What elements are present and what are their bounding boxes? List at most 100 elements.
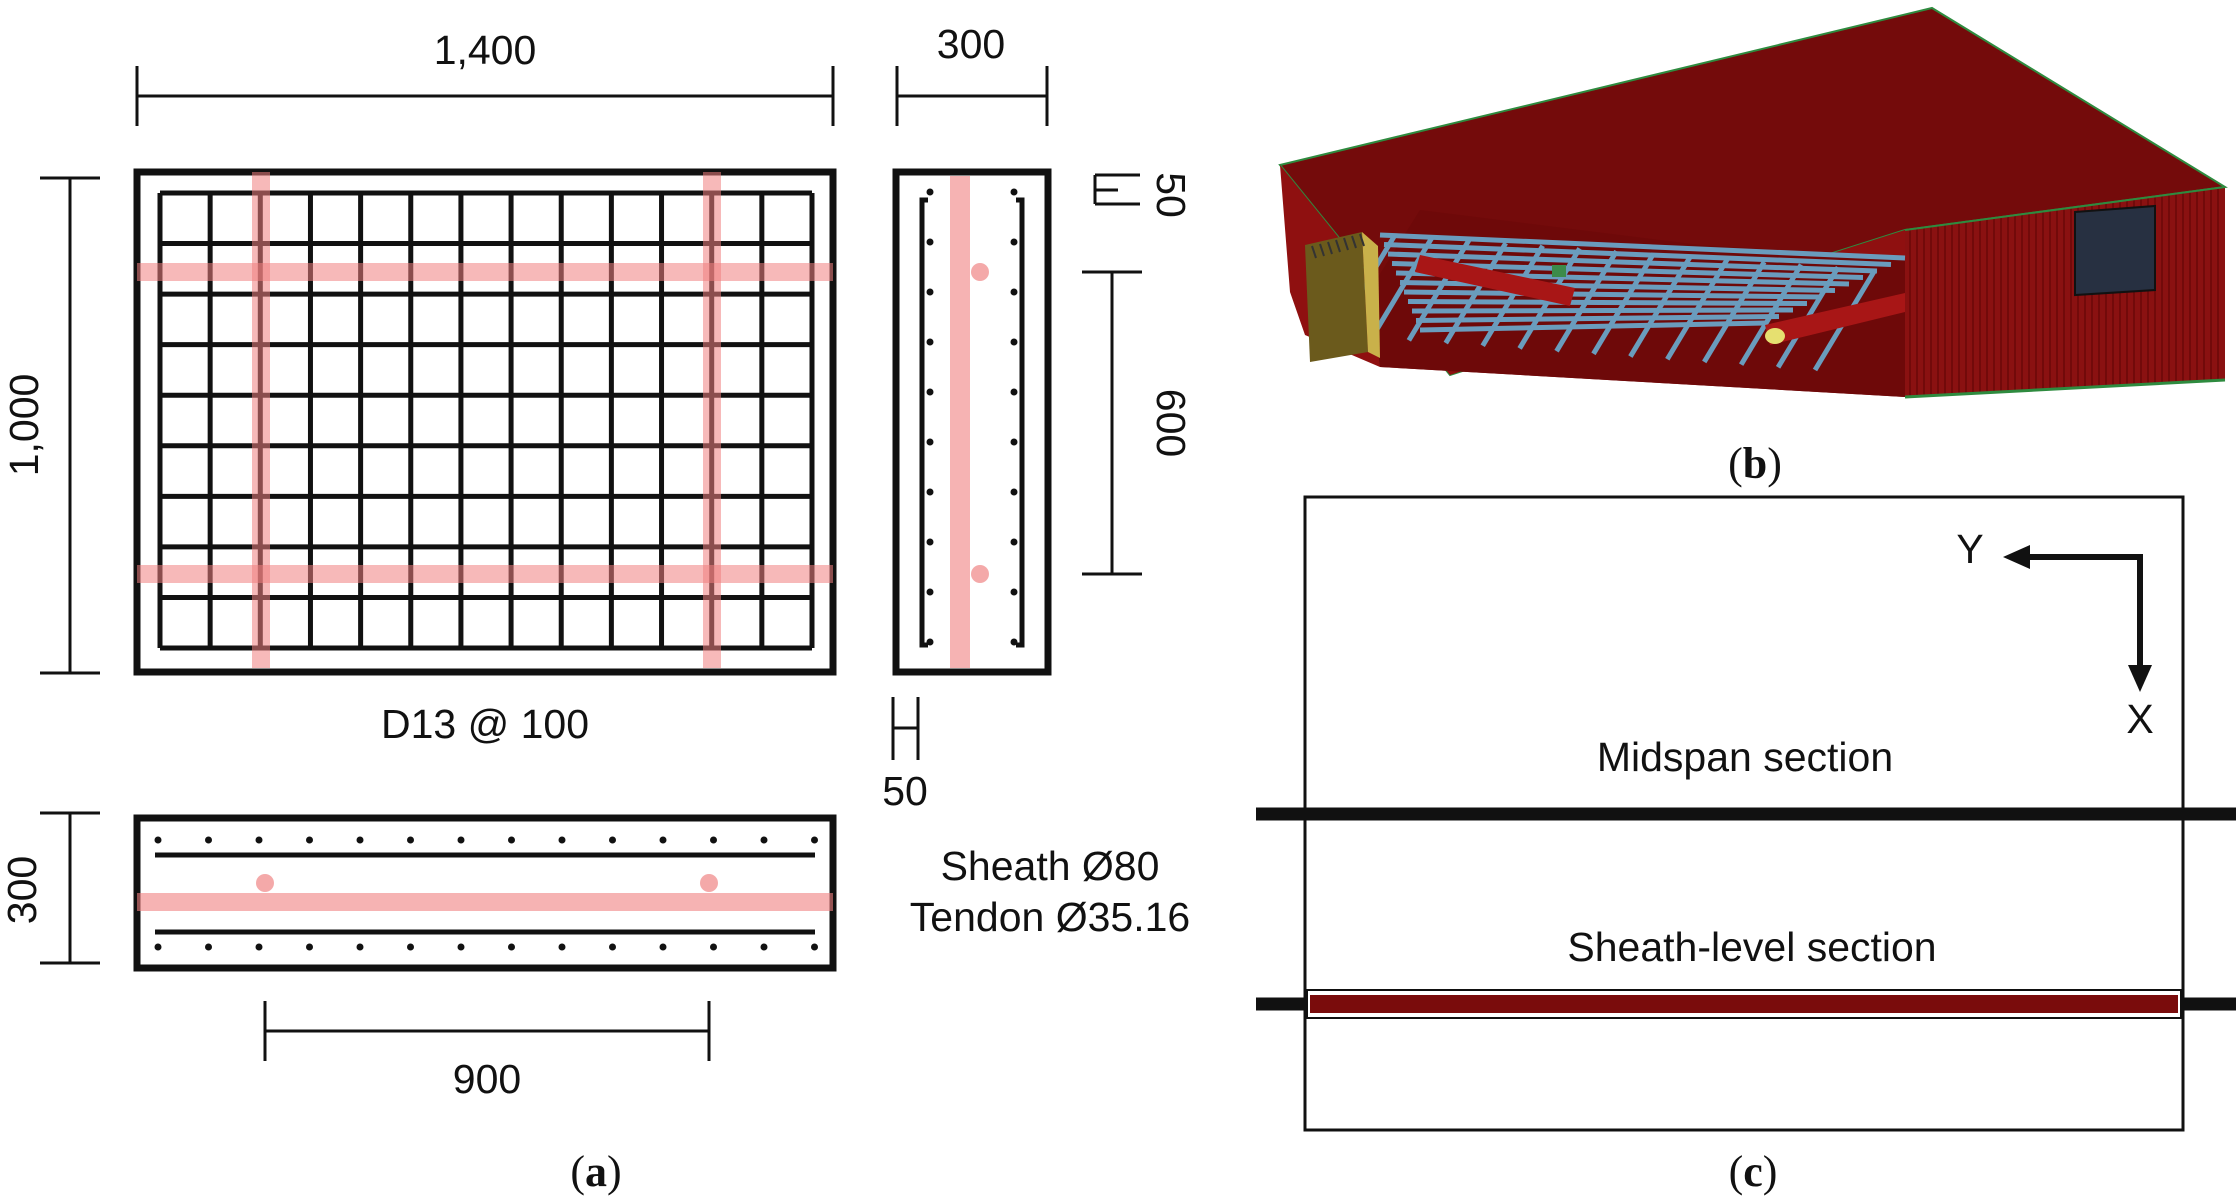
mesh-bar xyxy=(1379,232,1906,261)
rebar-dot xyxy=(558,836,566,844)
rebar-dot xyxy=(205,943,212,951)
slab-side-window xyxy=(2074,204,2156,297)
rebar-dot xyxy=(926,438,934,446)
dim-900-label: 900 xyxy=(453,1056,521,1102)
axis-y-label: Y xyxy=(1956,526,1983,572)
rebar-dot xyxy=(154,943,162,951)
rebar-dot xyxy=(1010,338,1018,346)
mesh-bar xyxy=(1419,320,1766,333)
mesh-bar xyxy=(1702,260,1767,364)
rebar-dot xyxy=(926,588,934,596)
rebar-dot xyxy=(1010,588,1018,596)
mesh-bar xyxy=(1739,263,1804,366)
rebar-dot xyxy=(926,638,934,646)
mesh-bar xyxy=(1406,239,1471,342)
rebar-dot xyxy=(306,836,313,844)
bottom-section: 300 900 xyxy=(0,811,837,1102)
mesh-bar xyxy=(1443,241,1508,345)
rebar-dot xyxy=(508,943,515,951)
rebar-dot xyxy=(1010,488,1018,496)
tendon-end-yellow xyxy=(1765,328,1785,344)
sheath-level-section-label: Sheath-level section xyxy=(1567,924,1936,970)
tendon-bands xyxy=(137,172,833,668)
rebar-dot xyxy=(356,836,364,844)
mesh-bar xyxy=(1591,252,1656,356)
dim-thickness-label: 300 xyxy=(0,856,45,924)
rebar-dot xyxy=(356,943,364,951)
plate-tooth xyxy=(1335,239,1341,253)
side-section: 50 600 50 xyxy=(882,66,1194,814)
rebar-dot xyxy=(255,943,263,951)
rebar-dot xyxy=(926,388,934,396)
panel-a: 1,400 1,000 D13 @ 100 xyxy=(0,21,1194,1196)
rebar-dot xyxy=(760,943,768,951)
caption-b: (b) xyxy=(1728,439,1782,488)
mesh-bar xyxy=(1369,236,1435,339)
panel-c: Y X Midspan section Sheath-level section… xyxy=(1256,495,2236,1196)
mesh-bar xyxy=(1387,251,1878,274)
dim-height-label: 1,000 xyxy=(1,374,47,477)
rebar-dot xyxy=(926,538,934,546)
rebar-dot xyxy=(1010,188,1018,196)
dim-300-top-label: 300 xyxy=(937,21,1005,67)
rebar-dot xyxy=(760,836,768,844)
rebar-dot xyxy=(811,943,818,951)
axis-x-label: X xyxy=(2126,696,2153,742)
rebar-mesh xyxy=(1332,232,1906,372)
mesh-bar xyxy=(1480,244,1545,348)
mesh-bar xyxy=(1411,307,1794,314)
rebar-dot xyxy=(710,943,717,951)
dim-cover-bottom-label: 50 xyxy=(882,768,928,814)
tendon-tube-1 xyxy=(1415,255,1575,306)
rebar-dot xyxy=(811,836,818,844)
plate-tooth xyxy=(1327,241,1333,255)
rebar-dot xyxy=(558,943,566,951)
plan-view-slab xyxy=(133,168,837,676)
arrow-y-head xyxy=(2003,545,2030,569)
slab-right-face-hatch xyxy=(1909,187,2219,397)
tendon-anchor-green xyxy=(1552,265,1566,277)
plate-tooth xyxy=(1359,233,1365,247)
rebar-dot xyxy=(609,943,616,951)
mesh-bar xyxy=(1383,242,1892,267)
plate-tooth xyxy=(1311,245,1317,259)
rebar-dot xyxy=(407,836,414,844)
rebar-dot xyxy=(659,943,667,951)
rebar-dot xyxy=(926,238,934,246)
mesh-bar xyxy=(1665,257,1730,361)
rebar-dot xyxy=(926,188,934,196)
dimension-height xyxy=(40,176,100,675)
axis-indicator xyxy=(2025,554,2143,670)
plate-tooth xyxy=(1343,237,1349,251)
arrow-x-head xyxy=(2128,665,2152,692)
rebar-dot xyxy=(926,488,934,496)
rebar-dot xyxy=(407,943,414,951)
midspan-section-label: Midspan section xyxy=(1597,734,1893,780)
anchor-plate xyxy=(1305,232,1368,362)
rebar-spacing-label: D13 @ 100 xyxy=(381,701,589,747)
rebar-dot xyxy=(1010,438,1018,446)
rebar-dot xyxy=(926,288,934,296)
mesh-bar xyxy=(1554,249,1619,353)
rebar-dot xyxy=(1010,538,1018,546)
rebar-dot xyxy=(154,836,162,844)
dim-cover-top-label: 50 xyxy=(1148,172,1194,218)
mesh-bar xyxy=(1415,314,1780,323)
sheath-band-fill xyxy=(1310,995,2178,1013)
rebar-dot xyxy=(1010,388,1018,396)
panel-b: (b) xyxy=(1278,6,2228,488)
rebar-dot xyxy=(508,836,515,844)
dimension-width xyxy=(135,66,835,126)
plate-tooth xyxy=(1319,243,1325,257)
dim-width-label: 1,400 xyxy=(434,27,537,73)
dim-600-label: 600 xyxy=(1148,389,1194,457)
rebar-dot xyxy=(1010,238,1018,246)
rebar-dot xyxy=(457,836,465,844)
caption-a: (a) xyxy=(570,1147,621,1196)
tendon-label: Tendon Ø35.16 xyxy=(910,894,1190,940)
mesh-bar xyxy=(1628,255,1693,358)
rebar-dot xyxy=(926,338,934,346)
rebar-dot xyxy=(1010,638,1018,646)
rebar-dot xyxy=(306,943,313,951)
